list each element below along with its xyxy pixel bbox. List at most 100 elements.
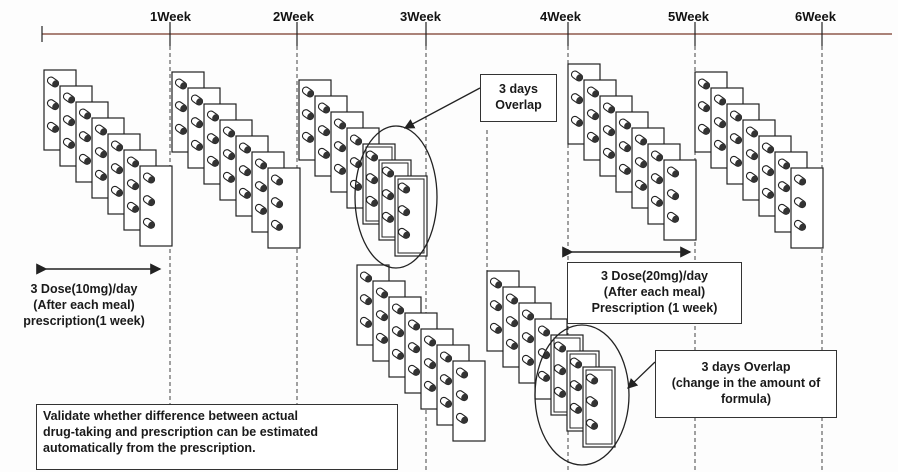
week-label-1: 1Week [150,9,192,24]
pill-icon [585,396,599,408]
pill-icon [729,110,743,122]
pill-icon [222,126,236,138]
pill-icon [745,149,759,161]
pill-icon [270,197,284,209]
pill-icon [397,227,411,239]
overlap-top-line-1: 3 days [499,82,538,96]
pill-icon [489,322,503,334]
pill-pack [452,360,486,442]
pill-icon [713,117,727,129]
week-ticks [169,22,823,46]
pill-icon [397,182,411,194]
pill-icon [365,173,379,185]
overlap-ellipse-top [354,125,438,269]
pill-icon [697,101,711,113]
pill-icon [254,181,268,193]
pill-icon [333,141,347,153]
pill-icon [94,169,108,181]
pill-pack [790,167,824,249]
pill-icon [301,86,315,98]
pill-icon [793,219,807,231]
pill-icon [505,316,519,328]
pill-icon [126,156,140,168]
pill-icon [602,125,616,137]
pill-icon [365,195,379,207]
pill-icon [381,189,395,201]
pill-icon [62,115,76,127]
pill-stack-week3-lower [356,264,486,442]
pill-pack [267,167,301,249]
pill-icon [391,326,405,338]
pill-icon [585,418,599,430]
pill-icon [407,319,421,331]
pill-icon [174,123,188,135]
pill-icon [62,92,76,104]
overlap-bottom-line-1: 3 days Overlap [701,360,791,374]
pill-icon [553,341,567,353]
pill-icon [301,109,315,121]
pill-icon [569,402,583,414]
pill-icon [586,109,600,121]
pill-icon [349,134,363,146]
overlap-bottom-line-3: formula) [721,392,771,406]
pill-icon [521,354,535,366]
dose-10mg-line-1: 3 Dose(10mg)/day [30,282,138,296]
pill-icon [110,140,124,152]
pill-stack-week2 [171,71,301,249]
pill-icon [423,380,437,392]
pill-icon [254,203,268,215]
pill-icon [206,133,220,145]
pill-icon [537,325,551,337]
pill-icon [521,309,535,321]
pill-icon [761,187,775,199]
pill-pack [394,175,428,257]
pill-icon [190,139,204,151]
week-label-3: 3Week [400,9,442,24]
pill-icon [489,300,503,312]
overlap-ellipse-bottom [534,324,630,466]
pill-icon [570,115,584,127]
pill-icon [407,364,421,376]
dose-20mg-line-1: 3 Dose(20mg)/day [601,269,708,283]
pill-icon [745,126,759,138]
pill-icon [455,367,469,379]
pill-icon [381,166,395,178]
pill-icon [745,171,759,183]
note-line-1: Validate whether difference between actu… [43,409,298,423]
pill-icon [46,121,60,133]
pill-icon [333,163,347,175]
dose-10mg-label: 3 Dose(10mg)/day (After each meal) presc… [4,281,164,329]
pill-icon [618,163,632,175]
pill-icon [650,195,664,207]
pill-icon [46,76,60,88]
pill-icon [697,78,711,90]
pill-icon [489,277,503,289]
dose-10mg-line-2: (After each meal) [33,298,135,312]
pill-icon [570,93,584,105]
pill-icon [238,142,252,154]
pill-icon [222,149,236,161]
pill-icon [586,131,600,143]
pill-icon [439,374,453,386]
dose-20mg-callout: 3 Dose(20mg)/day (After each meal) Presc… [567,262,742,324]
pill-icon [793,197,807,209]
overlap-bottom-pointer [627,361,656,389]
pill-icon [777,158,791,170]
pill-icon [174,101,188,113]
dose-10mg-line-3: prescription(1 week) [23,314,145,328]
pill-icon [713,94,727,106]
pill-icon [423,335,437,347]
pill-icon [110,163,124,175]
pill-icon [359,316,373,328]
pill-icon [94,147,108,159]
pill-stack-week4-upper [567,63,697,241]
pill-icon [650,150,664,162]
pill-icon [650,173,664,185]
pill-icon [634,134,648,146]
pill-icon [407,342,421,354]
pill-icon [317,102,331,114]
pill-icon [375,332,389,344]
overlap-bottom-line-2: (change in the amount of [671,376,821,390]
pill-icon [634,179,648,191]
pill-icon [397,205,411,217]
